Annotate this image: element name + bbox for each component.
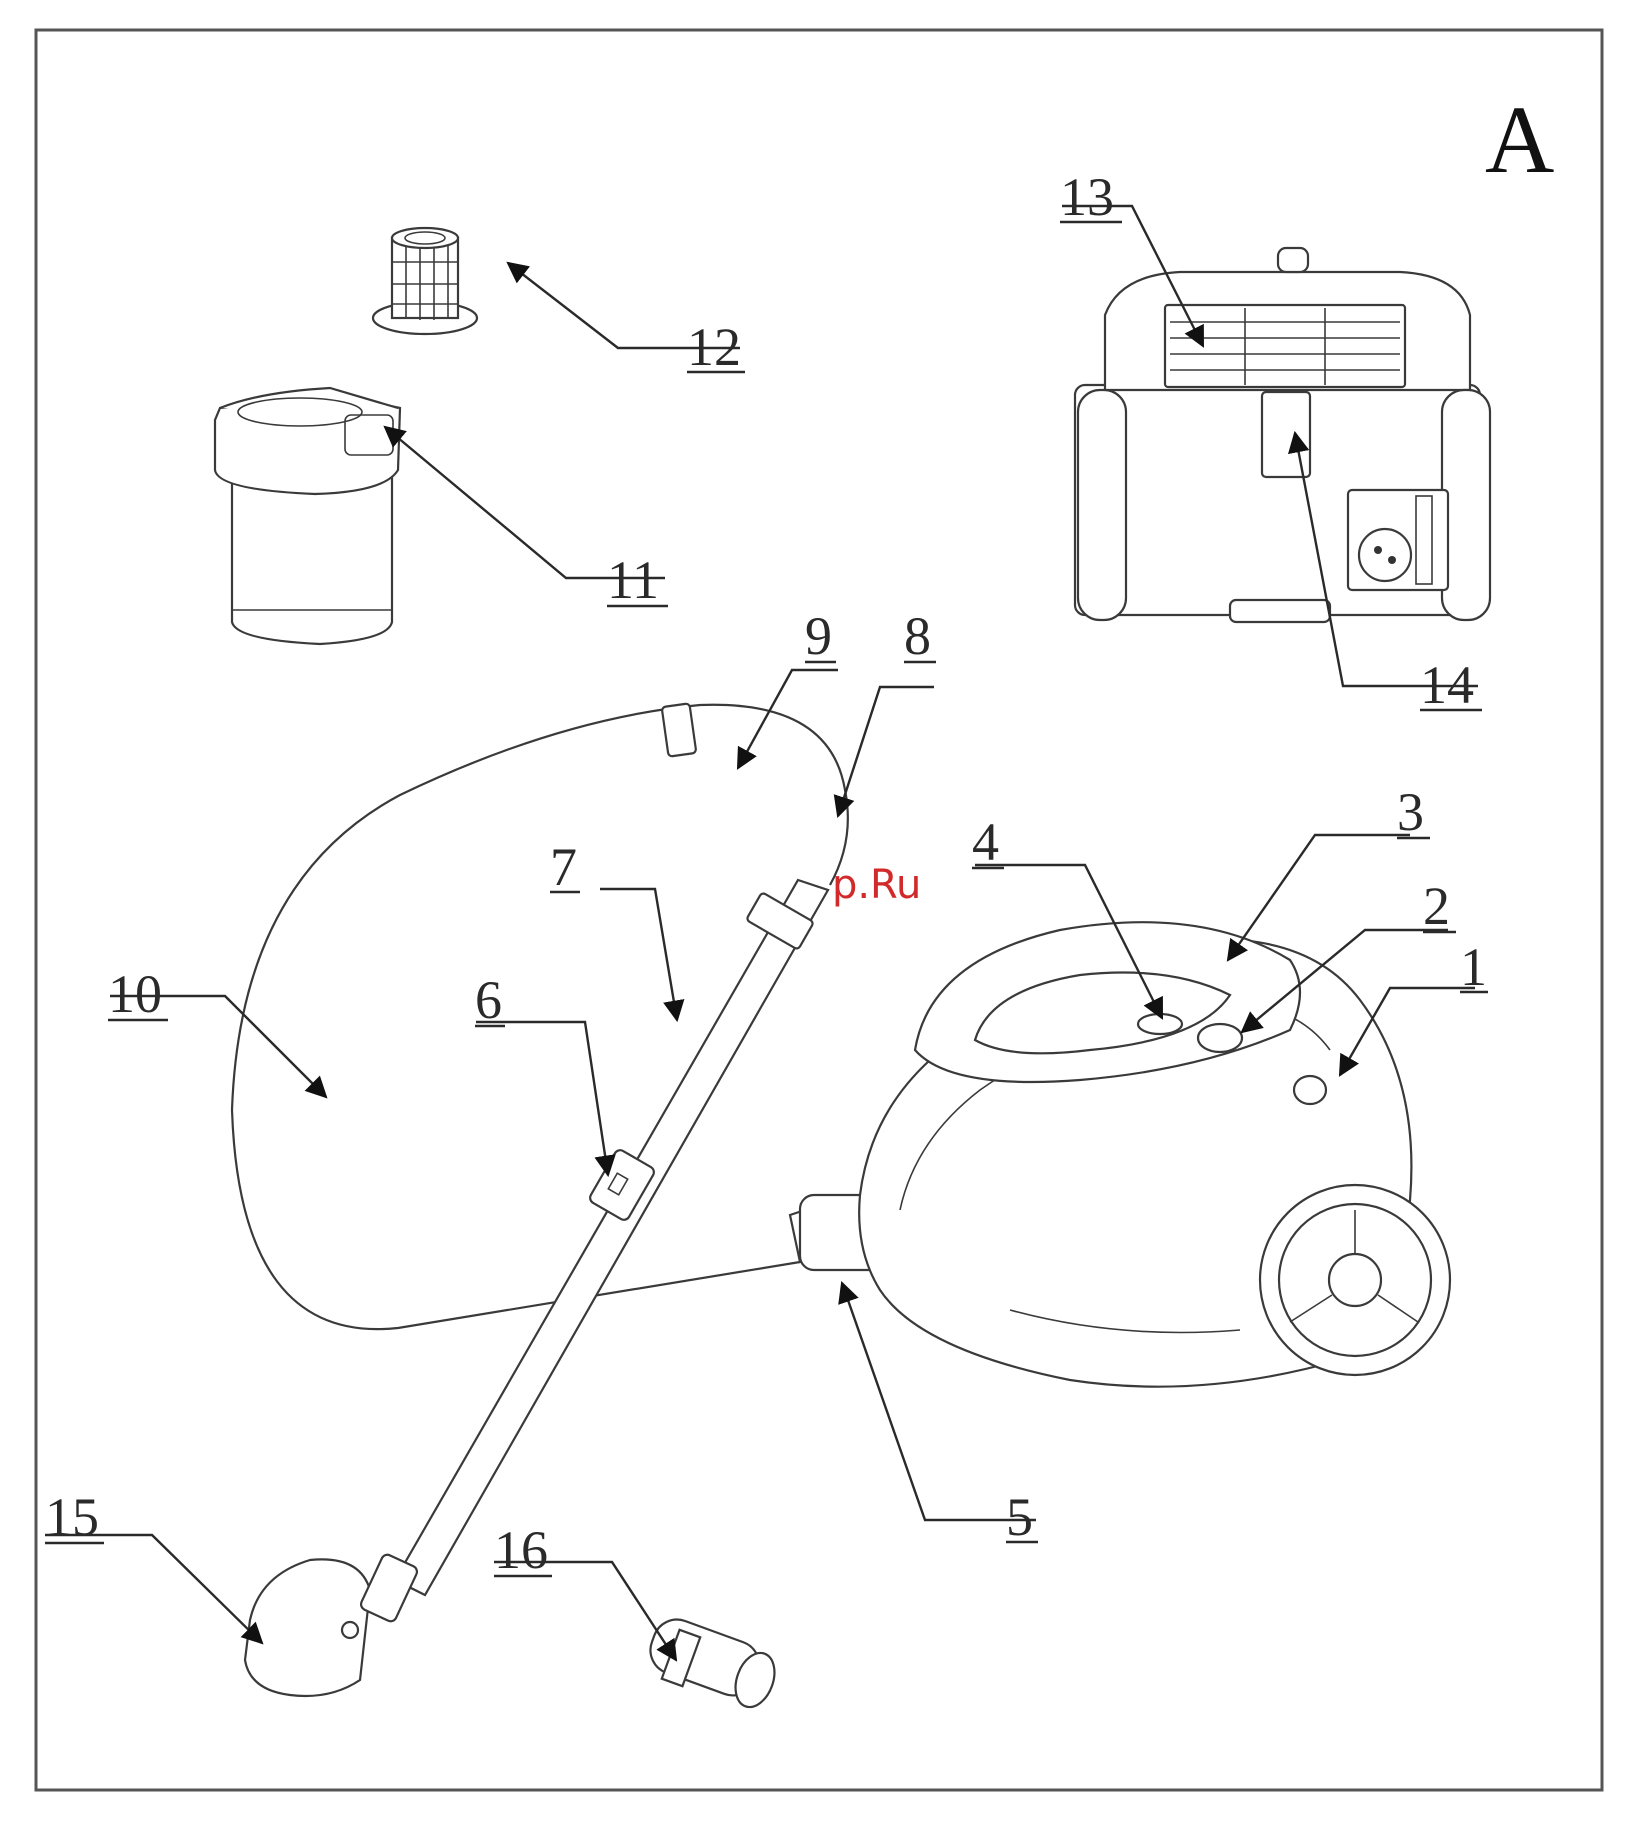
callout-8: 8 — [904, 606, 931, 666]
callout-15: 15 — [45, 1487, 99, 1547]
dust-container-drawing — [215, 388, 400, 644]
callout-11: 11 — [607, 550, 659, 610]
callout-6: 6 — [475, 970, 502, 1030]
crevice-nozzle-drawing — [644, 1613, 782, 1713]
callout-4: 4 — [972, 812, 999, 872]
callout-3: 3 — [1397, 782, 1424, 842]
rear-view-drawing — [1075, 248, 1490, 622]
callout-16: 16 — [494, 1520, 548, 1580]
callout-14: 14 — [1420, 655, 1474, 715]
callout-13: 13 — [1060, 167, 1114, 227]
callout-7: 7 — [550, 837, 577, 897]
callout-9: 9 — [805, 606, 832, 666]
callout-2: 2 — [1423, 876, 1450, 936]
callout-1: 1 — [1460, 937, 1487, 997]
filter-drawing — [373, 228, 477, 334]
vacuum-body-drawing — [859, 922, 1450, 1386]
callout-12: 12 — [687, 317, 741, 377]
callout-5: 5 — [1006, 1487, 1033, 1547]
panel-letter: A — [1485, 86, 1554, 193]
callout-10: 10 — [108, 964, 162, 1024]
floor-brush-drawing — [245, 1553, 419, 1696]
